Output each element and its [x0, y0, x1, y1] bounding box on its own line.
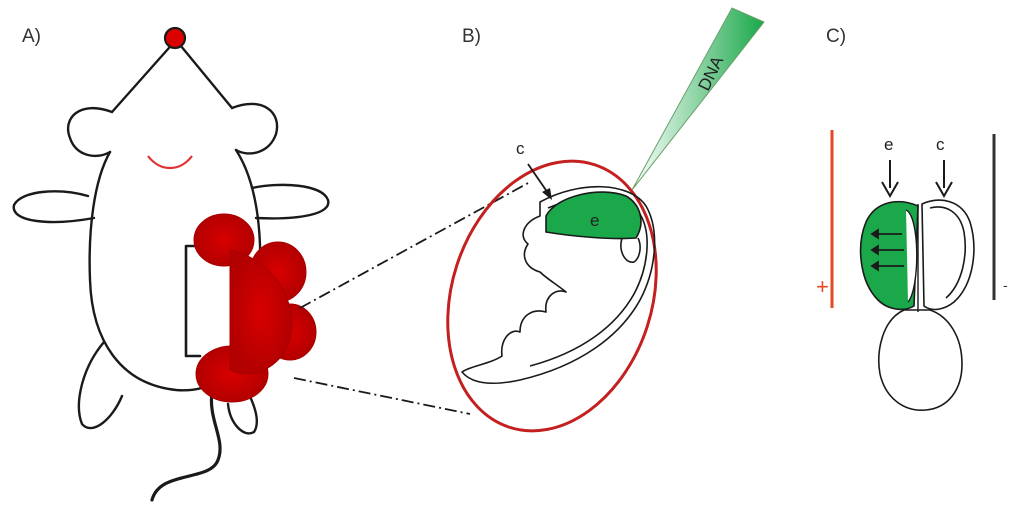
mouse-mouth	[148, 156, 192, 168]
panel-a: A)	[14, 26, 530, 500]
uterine-horn	[194, 214, 316, 402]
mouse-illustration	[14, 28, 329, 500]
brain-cross-section	[861, 200, 974, 410]
mouse-head	[112, 40, 232, 112]
right-hemisphere-inner	[930, 207, 965, 298]
panel-c: C) + - e c	[816, 26, 1008, 410]
panel-b: B) e DNA c	[414, 8, 764, 458]
projection-line-top	[300, 182, 530, 308]
mouse-front-left-paw	[14, 191, 94, 222]
right-hemisphere	[922, 200, 974, 309]
mouse-left-ear	[68, 108, 112, 156]
embryo-bump	[621, 238, 640, 262]
projection-line-bottom	[294, 378, 470, 414]
panel-b-label: B)	[462, 26, 481, 47]
negative-sign: -	[1003, 277, 1008, 293]
mouse-nose	[165, 28, 185, 48]
incision-bracket	[186, 246, 200, 356]
embryo: e	[462, 187, 655, 384]
dna-pipette: DNA	[632, 8, 764, 190]
down-arrow-c	[936, 160, 952, 196]
arrow-c-label: c	[516, 139, 525, 158]
panel-a-label: A)	[22, 26, 41, 47]
mouse-hind-left-leg	[79, 342, 122, 428]
positive-sign: +	[816, 274, 829, 299]
arrow-c-label-right: c	[936, 135, 945, 154]
mouse-right-ear	[232, 104, 277, 154]
down-arrow-e	[882, 160, 898, 196]
ventricle-e-label: e	[590, 211, 599, 230]
pipette-body	[632, 8, 764, 190]
mouse-tail	[152, 392, 220, 500]
panel-c-label: C)	[826, 26, 846, 47]
uterus-outline	[414, 134, 690, 458]
mouse-front-right-paw	[252, 185, 328, 218]
lower-structure	[879, 310, 962, 410]
arrow-e-label: e	[884, 135, 893, 154]
